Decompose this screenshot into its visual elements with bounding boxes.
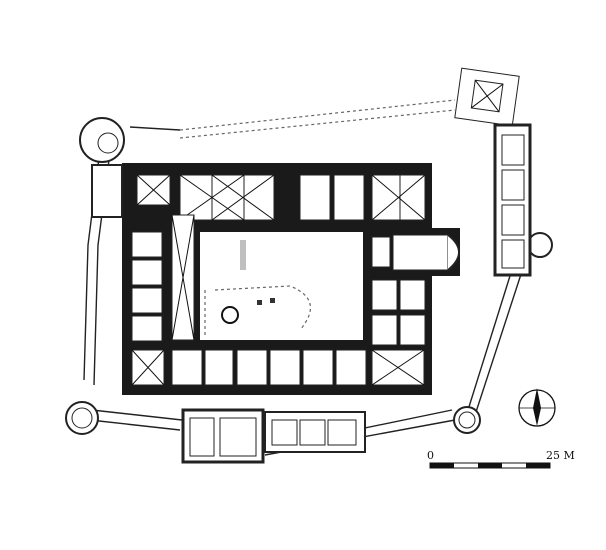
tower-south-west xyxy=(65,401,99,435)
tower-north-west xyxy=(79,117,125,163)
east-wing xyxy=(371,279,426,346)
south-gatehouse xyxy=(181,408,366,464)
palace-block xyxy=(122,163,460,395)
tower-east xyxy=(527,232,553,258)
tower-north-east-gate xyxy=(454,67,520,127)
well xyxy=(221,306,239,324)
west-annex xyxy=(91,164,123,218)
east-range xyxy=(493,123,532,277)
north-wing xyxy=(136,174,426,221)
north-arrow-icon xyxy=(518,388,556,427)
chapel xyxy=(365,228,460,276)
tower-south-east xyxy=(453,406,481,434)
west-wing xyxy=(131,214,195,342)
scale-end-label: 25 M xyxy=(546,449,575,462)
courtyard-foundations xyxy=(204,240,311,335)
scale-start-label: 0 xyxy=(427,449,434,462)
south-wing xyxy=(131,349,425,386)
scale-bar: 0 25 M xyxy=(427,449,575,469)
